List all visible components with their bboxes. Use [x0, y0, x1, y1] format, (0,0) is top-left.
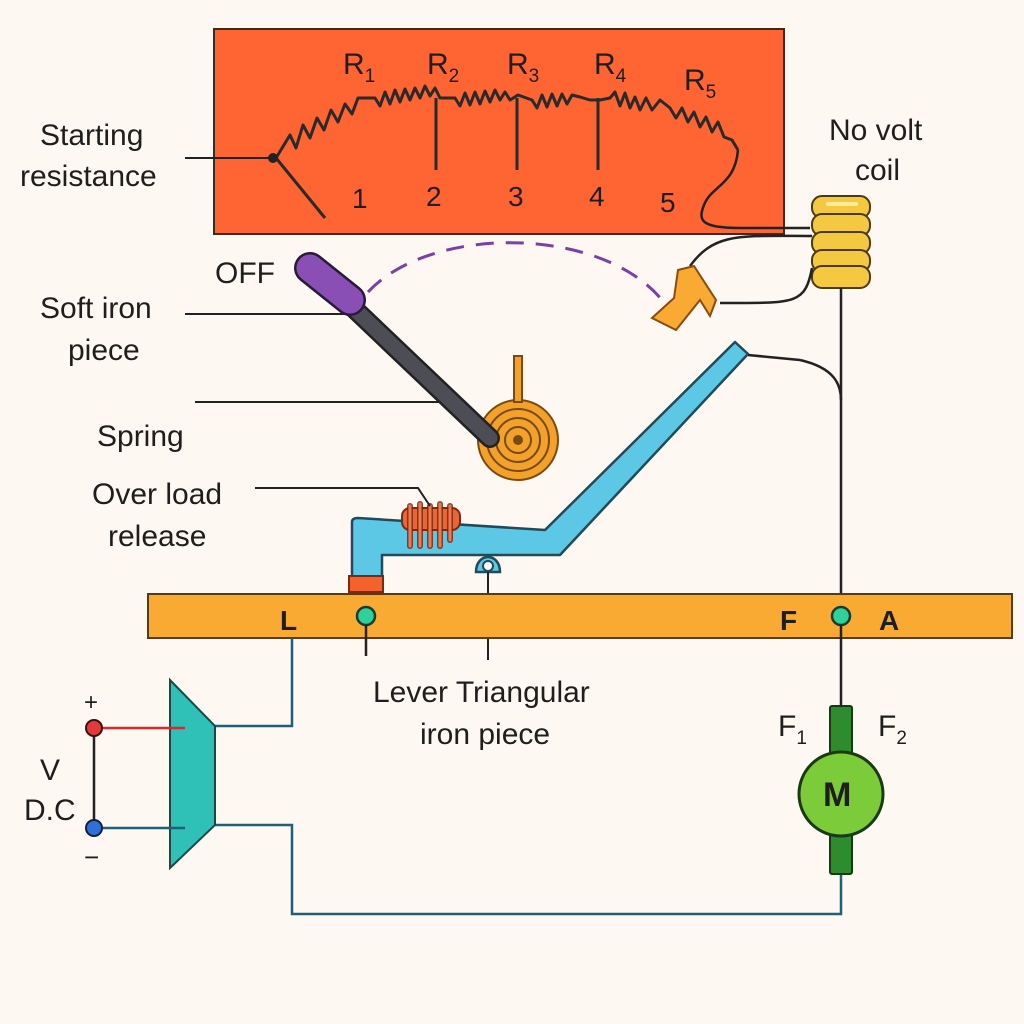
- motor-label: M: [823, 776, 851, 814]
- terminal-l-label: L: [280, 605, 297, 636]
- resistor-label-2: R2: [427, 48, 459, 87]
- resistor-label-5: R5: [684, 64, 716, 103]
- starting-resistance-label-1: Starting: [40, 119, 143, 152]
- stud-number-1: 1: [352, 183, 368, 214]
- stud-number-2: 2: [426, 181, 442, 212]
- battery-plus-terminal: [85, 719, 103, 737]
- lever-to-fa-wire: [747, 353, 801, 362]
- soft-iron-label-1: Soft iron: [40, 292, 152, 325]
- spring-icon: [477, 355, 559, 481]
- voltage-label: V: [40, 754, 60, 787]
- dc-label: D.C: [24, 794, 76, 827]
- field-label-1: F1: [778, 710, 807, 749]
- coil-to-magnet-wire: [719, 267, 814, 305]
- lever-label-1: Lever Triangular: [373, 676, 590, 709]
- overload-label-1: Over load: [92, 478, 222, 511]
- lever-label-2: iron piece: [420, 718, 550, 751]
- no-volt-coil-label-1: No volt: [829, 114, 923, 147]
- overload-leader: [255, 487, 431, 507]
- minus-label: −: [84, 842, 99, 872]
- supply-block: [169, 677, 216, 871]
- junction-dot: [268, 153, 278, 163]
- no-volt-coil: [811, 195, 871, 289]
- pivot-pin: [482, 560, 494, 572]
- battery-minus-terminal: [85, 819, 103, 837]
- spring-label: Spring: [97, 420, 184, 453]
- handle-shaft-inner: [337, 292, 498, 446]
- off-label: OFF: [215, 257, 275, 290]
- handle-travel-arc: [366, 241, 664, 301]
- starting-resistance-label-2: resistance: [20, 160, 157, 193]
- resistor-label-1: R1: [343, 48, 375, 87]
- magnet-upper-wire: [688, 234, 813, 267]
- soft-iron-keeper: [650, 264, 718, 332]
- terminal-fa-stud: [830, 605, 852, 627]
- resistor-label-4: R4: [594, 48, 627, 87]
- overload-label-2: release: [108, 520, 206, 553]
- stud-number-4: 4: [589, 181, 605, 212]
- resistor-label-3: R3: [507, 48, 539, 87]
- soft-iron-label-2: piece: [68, 334, 140, 367]
- resistor-labels: R1 R2 R3 R4 R5: [343, 48, 716, 103]
- terminal-f-label: F: [780, 605, 797, 636]
- stud-number-3: 3: [508, 181, 524, 212]
- plus-label: +: [84, 689, 98, 716]
- stud-lead-1: [274, 157, 327, 219]
- terminal-a-label: A: [879, 605, 899, 636]
- no-volt-coil-label-2: coil: [855, 154, 900, 187]
- motor-body: [797, 750, 885, 838]
- stud-numbers: 1 2 3 4 5: [352, 181, 676, 218]
- terminal-strip: [147, 593, 1013, 639]
- supply-wire-bottom: [215, 823, 843, 916]
- supply-wire-top: [215, 638, 294, 728]
- stud-number-5: 5: [660, 187, 676, 218]
- field-label-2: F2: [878, 710, 907, 749]
- resistor-chain: [274, 84, 740, 159]
- lever-arm: [350, 340, 750, 582]
- lever-wire-curve: [799, 358, 843, 401]
- handle-grip-fill: [296, 254, 364, 314]
- terminal-l-stud: [355, 605, 377, 627]
- lever-contact-shoe: [348, 575, 384, 593]
- r5-to-coil-wire: [700, 149, 810, 230]
- overload-release-coil: [401, 501, 461, 549]
